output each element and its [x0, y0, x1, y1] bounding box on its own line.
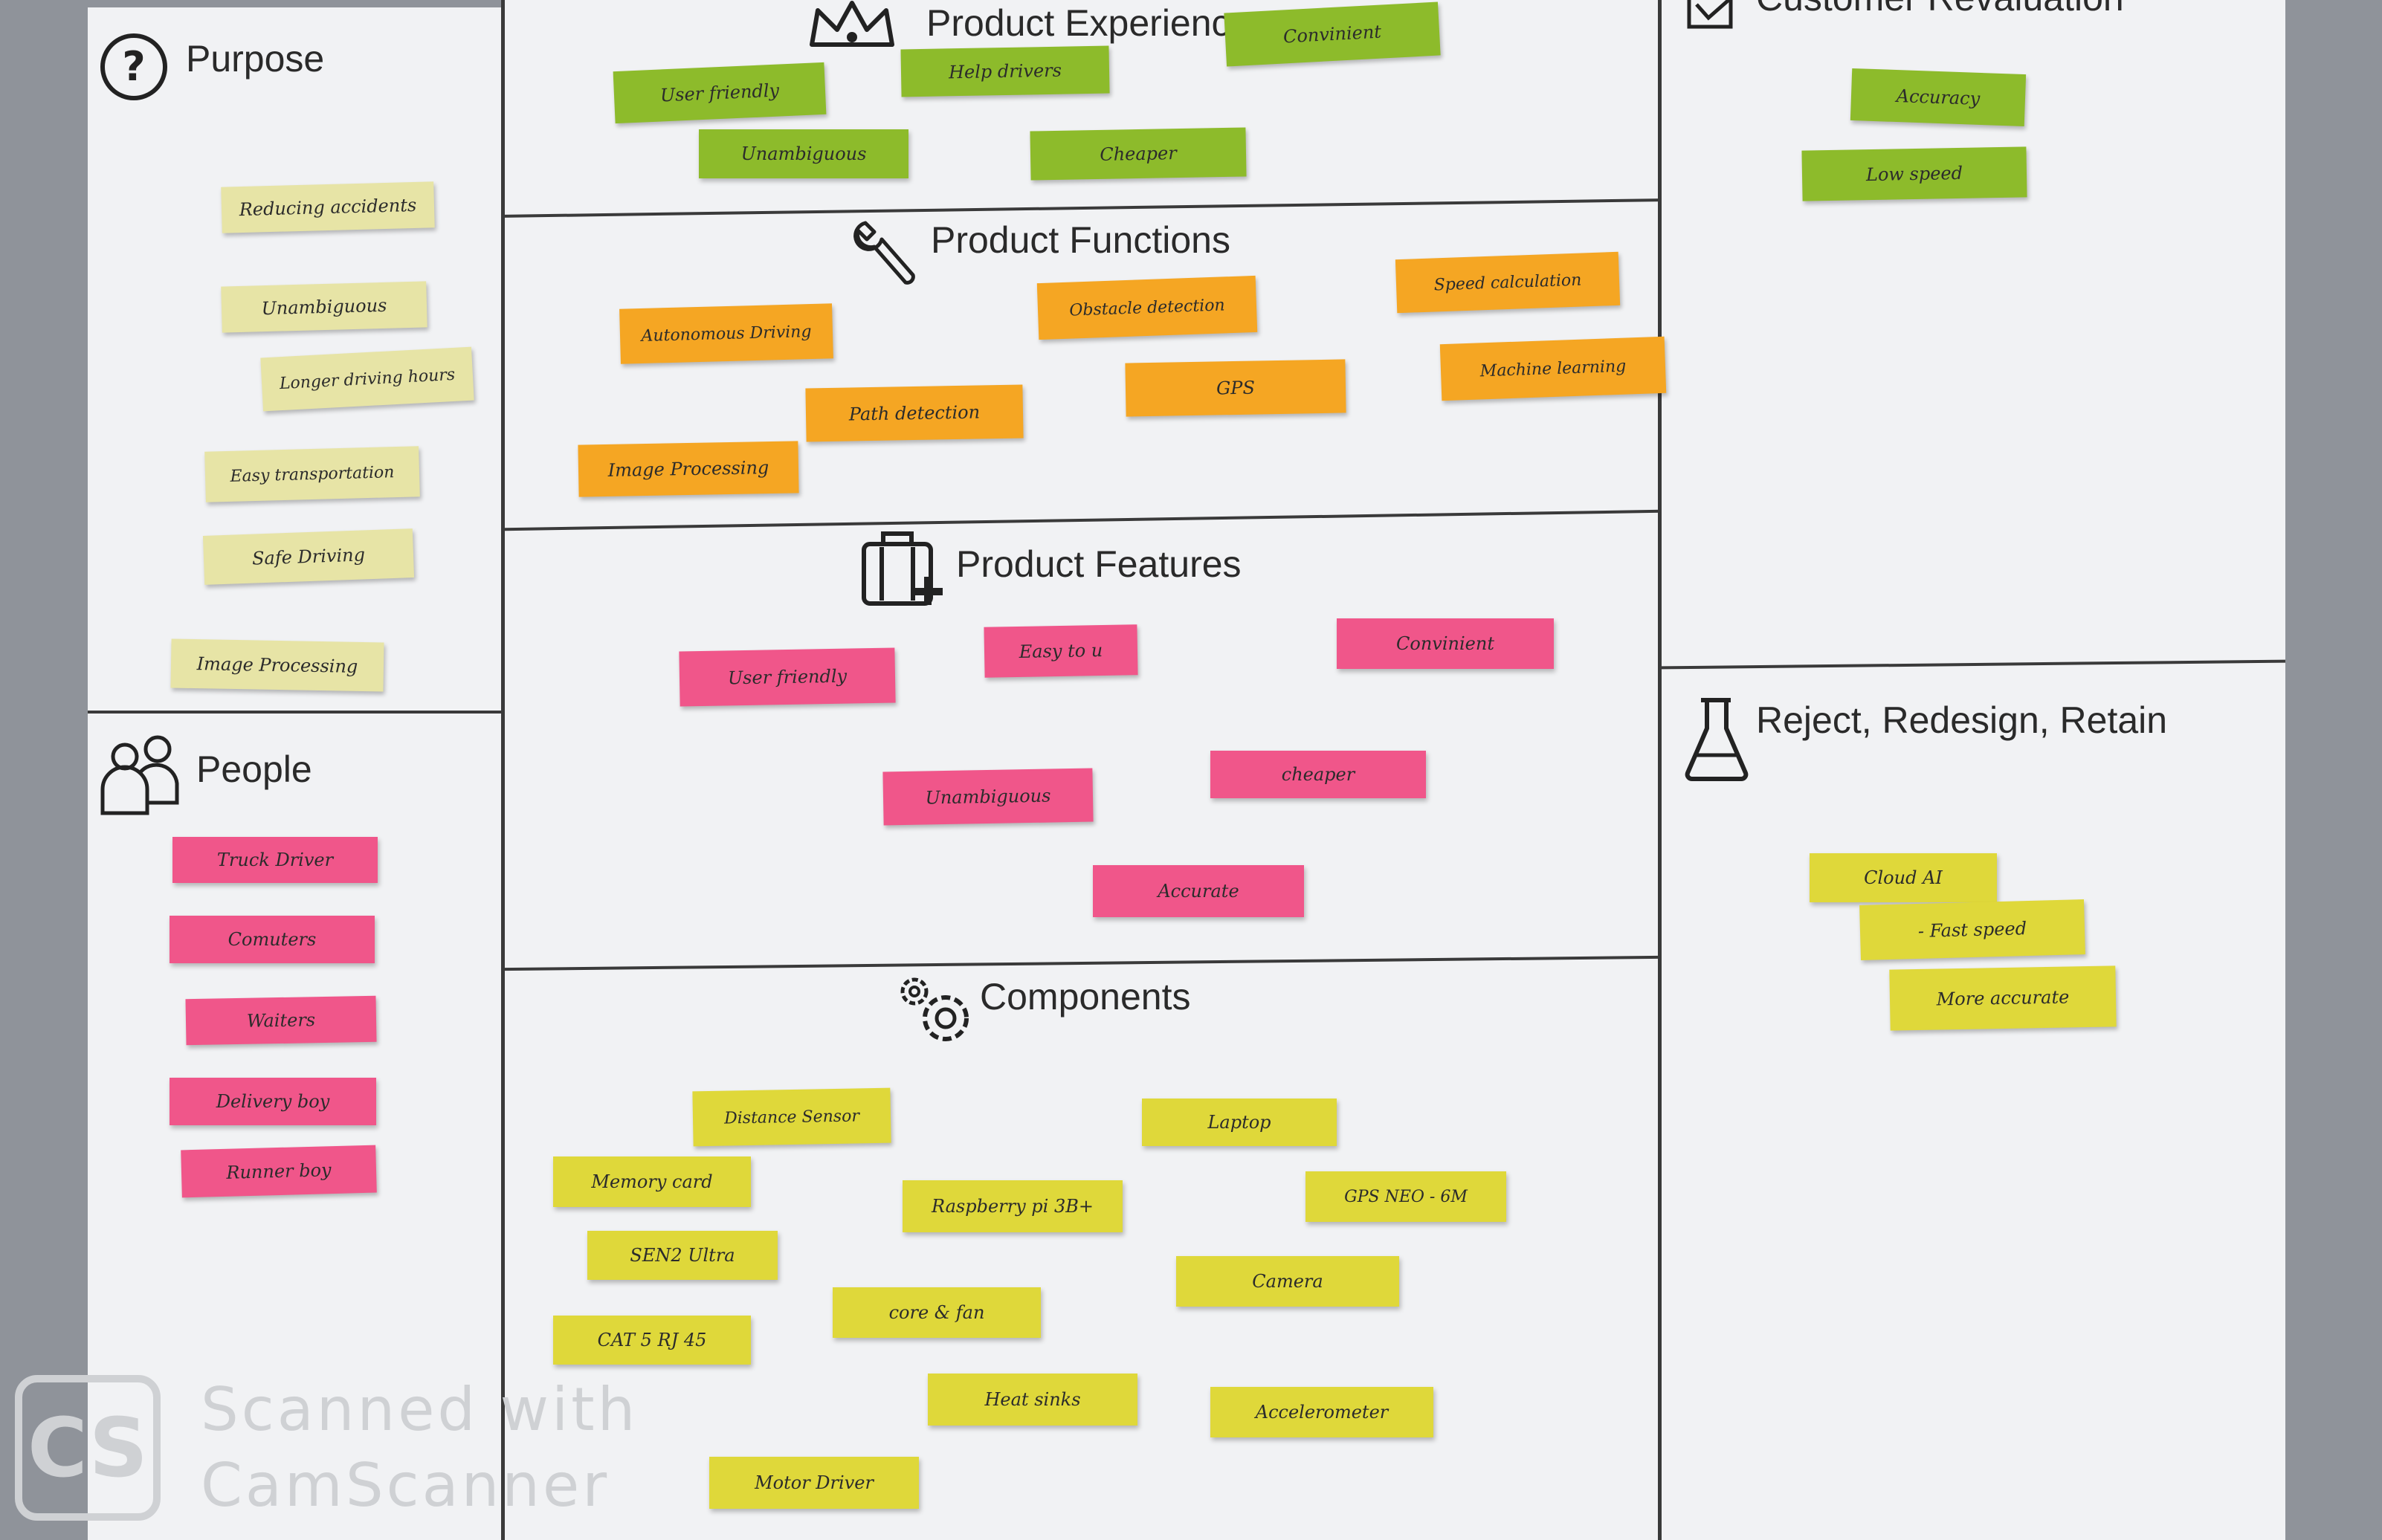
experience-note: Convinient — [1224, 1, 1441, 67]
purpose-note: Reducing accidents — [221, 181, 435, 233]
components-note: SEN2 Ultra — [587, 1231, 778, 1280]
crown-icon — [806, 0, 898, 55]
experience-note: Unambiguous — [699, 129, 908, 178]
components-heading: Components — [980, 976, 1191, 1017]
camscanner-badge-text: CS — [28, 1400, 148, 1495]
functions-note: Speed calculation — [1395, 251, 1621, 314]
features-note: Unambiguous — [882, 768, 1094, 826]
components-note: Motor Driver — [709, 1457, 919, 1509]
customer-note: Low speed — [1801, 146, 2027, 201]
divider-right-vertical — [1658, 0, 1662, 1540]
components-note: CAT 5 RJ 45 — [553, 1316, 751, 1365]
experience-note: Help drivers — [900, 45, 1110, 97]
reject-redesign-retain-heading: Reject, Redesign, Retain — [1756, 699, 2168, 741]
features-note: User friendly — [679, 647, 896, 707]
functions-note: GPS — [1125, 359, 1346, 417]
components-note: Raspberry pi 3B+ — [903, 1180, 1123, 1232]
people-note: Comuters — [170, 916, 375, 963]
people-note: Delivery boy — [170, 1078, 376, 1125]
purpose-note: Easy transportation — [204, 446, 420, 502]
reject-note: Cloud AI — [1810, 853, 1997, 902]
purpose-note: Unambiguous — [221, 281, 427, 333]
people-note: Waiters — [185, 995, 377, 1046]
components-note: core & fan — [833, 1287, 1041, 1338]
components-note: Distance Sensor — [692, 1087, 891, 1147]
customer-revaluation-heading: Customer Revaluation — [1756, 0, 2124, 19]
customer-note: Accuracy — [1850, 68, 2027, 127]
functions-note: Autonomous Driving — [619, 303, 833, 364]
purpose-note: Safe Driving — [202, 528, 415, 585]
functions-note: Path detection — [805, 384, 1024, 442]
watermark-line-2: CamScanner — [201, 1451, 610, 1520]
divider-left-vertical — [501, 0, 505, 1540]
wrench-icon — [851, 216, 925, 290]
flask-icon — [1682, 696, 1752, 782]
divider-purpose-people — [88, 711, 503, 714]
features-note: cheaper — [1210, 751, 1426, 798]
components-note: Camera — [1176, 1256, 1399, 1307]
components-note: Heat sinks — [928, 1374, 1137, 1426]
experience-note: Cheaper — [1030, 127, 1247, 181]
components-note: GPS NEO - 6M — [1305, 1171, 1506, 1222]
camscanner-logo-icon: CS — [15, 1375, 161, 1521]
product-functions-heading: Product Functions — [931, 219, 1230, 261]
product-experience-heading: Product Experience — [926, 2, 1251, 44]
purpose-note: Image Processing — [170, 638, 384, 692]
reject-note: More accurate — [1889, 965, 2117, 1031]
suitcase-icon — [859, 529, 947, 608]
board-left-panel — [88, 7, 504, 1540]
purpose-heading: Purpose — [186, 38, 325, 80]
watermark-line-1: Scanned with — [201, 1375, 639, 1444]
components-note: Accelerometer — [1210, 1387, 1433, 1437]
components-note: Laptop — [1142, 1099, 1337, 1146]
reject-note: - Fast speed — [1859, 899, 2085, 960]
checkbox-icon — [1686, 0, 1738, 30]
svg-text:?: ? — [122, 43, 145, 90]
board-right-panel — [1661, 0, 2285, 1540]
gears-icon — [892, 969, 980, 1046]
question-icon: ? — [98, 31, 170, 103]
features-note: Easy to u — [984, 624, 1138, 678]
features-note: Accurate — [1093, 865, 1304, 917]
people-heading: People — [196, 748, 312, 790]
people-note: Runner boy — [181, 1145, 377, 1198]
functions-note: Image Processing — [578, 441, 799, 497]
product-features-heading: Product Features — [956, 543, 1242, 585]
functions-note: Obstacle detection — [1036, 275, 1258, 340]
experience-note: User friendly — [613, 62, 827, 124]
features-note: Convinient — [1337, 618, 1554, 669]
functions-note: Machine learning — [1439, 336, 1667, 401]
people-icon — [97, 733, 181, 816]
purpose-note: Longer driving hours — [260, 346, 474, 412]
people-note: Truck Driver — [172, 837, 378, 883]
components-note: Memory card — [553, 1156, 751, 1207]
